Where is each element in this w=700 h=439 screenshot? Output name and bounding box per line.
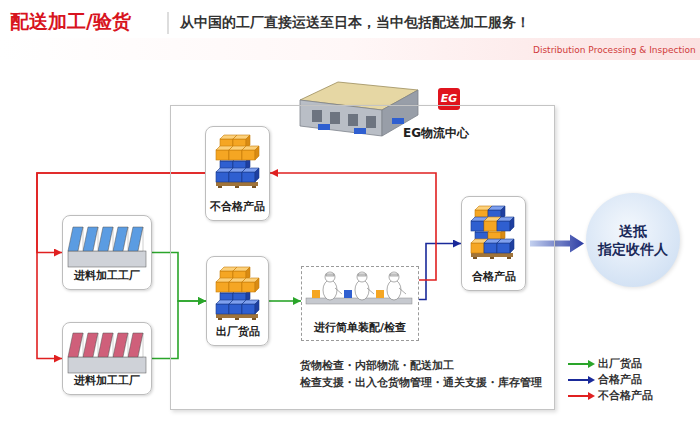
destination-circle [586,193,680,287]
legend-label: 出厂货品 [598,357,642,371]
service-note: 检查支援・出入仓货物管理・通关支援・库存管理 [300,375,542,390]
node-label: 进行简单装配/检查 [302,320,418,335]
flow-arrow [270,173,436,280]
factory-building [68,227,146,267]
node-label: 合格产品 [462,269,525,284]
flow-arrow [269,300,301,302]
warehouse-illustration [300,82,418,136]
pallet-box: 不合格产品 [205,126,270,221]
factory-box: 进料加工工厂 [62,322,152,395]
factory-box: 进料加工工厂 [62,215,152,290]
process-box: 进行简单装配/检查 [301,266,419,341]
header-band [0,38,700,60]
legend-label: 合格产品 [598,373,642,387]
node-label: 不合格产品 [206,199,269,214]
node-label: 进料加工工厂 [63,373,151,388]
node-label-line: 送抵 指定收件人 [595,222,671,258]
header-subtitle: 从中国的工厂直接运送至日本，当中包括配送加工服务！ [180,14,530,32]
node-label: 送抵 指定收件人 [586,193,680,287]
pallet-stack [216,267,259,320]
node-label: 出厂货品 [207,324,268,339]
destination-circle: 送抵 指定收件人 [586,193,680,287]
flow-arrow [419,244,461,300]
logistics-center-panel: 不合格产品出厂货品 进行简单装配/检查 合格产品 EG物流中心 [170,105,555,410]
pallet-box: 出厂货品 [206,256,269,346]
pallet-stack [216,135,259,188]
factory-building [68,333,146,373]
pallet-box: 合格产品 [461,196,526,291]
pallet-stack [471,206,514,259]
flow-arrow [152,253,206,302]
legend-label: 不合格产品 [598,389,653,403]
header-divider [168,12,169,34]
header-title: 配送加工/验货 [10,9,131,35]
service-note: 货物检查・内部物流・配送加工 [300,358,454,373]
workers-illustration [306,272,412,304]
flow-arrow [530,235,584,253]
flow-arrow [152,301,206,359]
node-label: EG物流中心 [403,125,469,142]
node-label: 进料加工工厂 [63,268,151,283]
logo-mark: EG [438,88,460,110]
english-subtitle: Distribution Processing & Inspection [533,45,696,55]
legend-samples [568,360,595,400]
